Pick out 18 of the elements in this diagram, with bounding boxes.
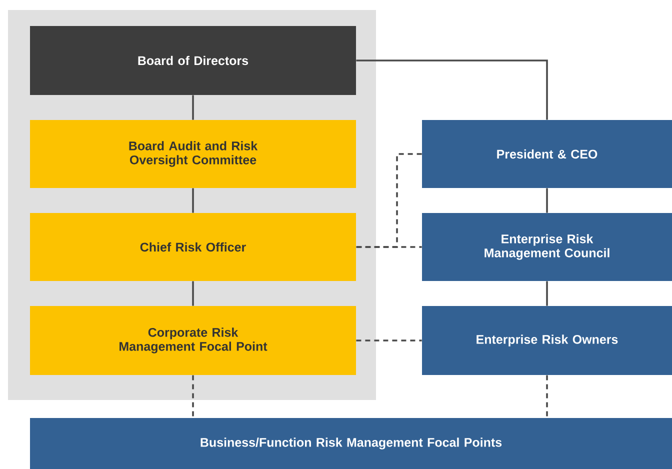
board-box: Board of Directors (30, 26, 356, 95)
council-box: Enterprise Risk Owners (422, 306, 672, 375)
committee-box: Board Audit and Risk Oversight Committee (30, 120, 356, 188)
connector (192, 188, 194, 213)
connector (356, 60, 548, 120)
connector (192, 281, 194, 306)
council-box: Enterprise Risk Management Council (422, 213, 672, 281)
connector (546, 188, 548, 213)
council-box: President & CEO (422, 120, 672, 188)
council-box: Business/Function Risk Management Focal Points (30, 418, 672, 469)
committee-box: Corporate Risk Management Focal Point (30, 306, 356, 375)
committee-box: Chief Risk Officer (30, 213, 356, 281)
dashed-connector (356, 246, 422, 248)
dashed-connector (546, 375, 548, 418)
connector (546, 281, 548, 306)
connector (192, 95, 194, 120)
dashed-connector (192, 375, 194, 418)
dashed-connector (356, 340, 422, 342)
